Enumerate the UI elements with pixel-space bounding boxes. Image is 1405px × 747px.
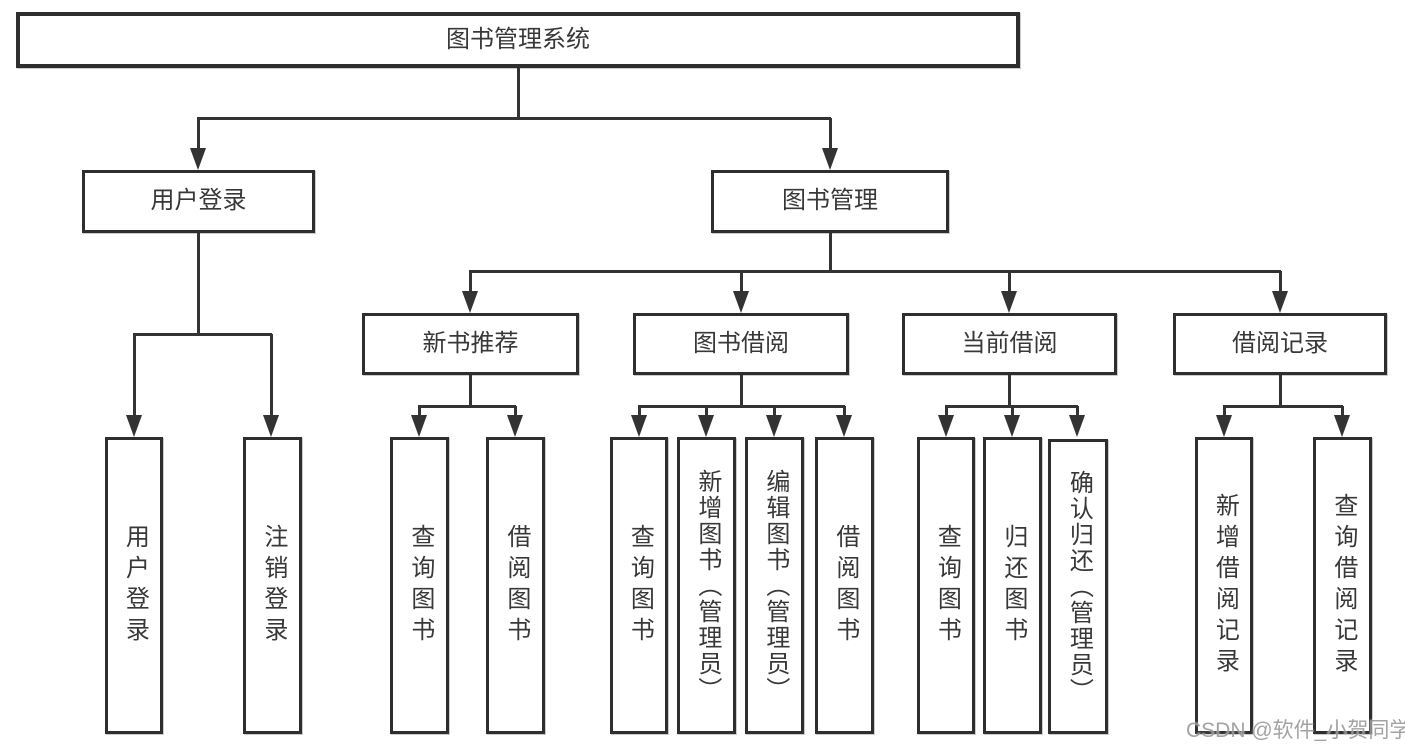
arrow-down-icon bbox=[190, 148, 206, 170]
arrow-down-icon bbox=[836, 415, 852, 437]
connector-drop bbox=[945, 406, 948, 419]
leaf-query-books-current: 查询图书 bbox=[917, 437, 975, 734]
node-label: 新书推荐 bbox=[422, 329, 519, 357]
leaf-logout-login: 注销登录 bbox=[243, 437, 302, 734]
connector-branch bbox=[197, 117, 831, 120]
connector-drop bbox=[1008, 271, 1011, 295]
leaf-query-books-recommend: 查询图书 bbox=[390, 437, 449, 734]
connector-drop bbox=[829, 118, 832, 154]
leaf-add-borrow-record: 新增借阅记录 bbox=[1195, 437, 1253, 734]
arrow-down-icon bbox=[733, 291, 749, 313]
arrow-down-icon bbox=[766, 415, 782, 437]
node-label: 归还图书 bbox=[999, 523, 1027, 648]
connector-drop bbox=[270, 334, 273, 419]
node-label: 新增图书（管理员） bbox=[693, 468, 721, 703]
arrow-down-icon bbox=[462, 291, 478, 313]
arrow-down-icon bbox=[1004, 415, 1020, 437]
connector-drop bbox=[1223, 406, 1226, 419]
connector-branch bbox=[418, 405, 516, 408]
arrow-down-icon bbox=[507, 415, 523, 437]
connector-drop bbox=[197, 118, 200, 154]
leaf-confirm-return-admin: 确认归还（管理员） bbox=[1048, 439, 1108, 734]
connector-drop bbox=[1341, 406, 1344, 419]
leaf-user-login: 用户登录 bbox=[105, 437, 163, 734]
leaf-borrow-books-recommend: 借阅图书 bbox=[486, 437, 545, 734]
connector-stub bbox=[1279, 375, 1282, 406]
node-label: 查询图书 bbox=[626, 523, 654, 648]
node-label: 借阅记录 bbox=[1232, 329, 1328, 357]
connector-drop bbox=[740, 271, 743, 295]
connector-branch bbox=[945, 405, 1078, 408]
connector-root-stub bbox=[517, 68, 520, 118]
connector-drop bbox=[469, 271, 472, 295]
connector-stub bbox=[740, 375, 743, 406]
node-label: 用户登录 bbox=[150, 187, 247, 215]
watermark-text: CSDN @软件_小贺同学 bbox=[1186, 719, 1405, 742]
arrow-down-icon bbox=[1216, 415, 1232, 437]
connector-drop bbox=[514, 406, 517, 419]
node-new-book-recommendation: 新书推荐 bbox=[362, 313, 579, 375]
connector-drop bbox=[1076, 406, 1079, 419]
arrow-down-icon bbox=[698, 415, 714, 437]
arrow-down-icon bbox=[822, 148, 838, 170]
arrow-down-icon bbox=[1334, 415, 1350, 437]
node-label: 图书管理 bbox=[782, 187, 878, 215]
arrow-down-icon bbox=[1001, 291, 1017, 313]
node-label: 借阅图书 bbox=[502, 523, 530, 648]
connector-drop bbox=[1011, 406, 1014, 419]
arrow-down-icon bbox=[411, 415, 427, 437]
arrow-down-icon bbox=[126, 415, 142, 437]
leaf-query-books-borrowing: 查询图书 bbox=[610, 437, 668, 734]
arrow-down-icon bbox=[1272, 291, 1288, 313]
arrow-down-icon bbox=[1069, 415, 1085, 437]
node-label: 新增借阅记录 bbox=[1211, 492, 1239, 679]
node-label: 用户登录 bbox=[121, 523, 149, 648]
connector-stub bbox=[829, 233, 832, 271]
node-label: 当前借阅 bbox=[961, 329, 1058, 357]
node-library-management-system: 图书管理系统 bbox=[16, 12, 1020, 68]
node-label: 注销登录 bbox=[259, 523, 287, 648]
arrow-down-icon bbox=[938, 415, 954, 437]
connector-drop bbox=[773, 406, 776, 419]
connector-drop bbox=[843, 406, 846, 419]
connector-drop bbox=[133, 334, 136, 419]
connector-branch bbox=[133, 333, 272, 336]
connector-branch bbox=[1223, 405, 1343, 408]
connector-stub bbox=[1008, 375, 1011, 406]
connector-drop bbox=[705, 406, 708, 419]
node-borrowing-records: 借阅记录 bbox=[1173, 313, 1387, 375]
leaf-query-borrow-record: 查询借阅记录 bbox=[1313, 437, 1372, 734]
connector-drop bbox=[1279, 271, 1282, 295]
node-book-borrowing: 图书借阅 bbox=[633, 313, 849, 375]
node-book-management: 图书管理 bbox=[711, 170, 949, 233]
connector-branch bbox=[638, 405, 845, 408]
connector-branch bbox=[469, 270, 1281, 273]
connector-stub bbox=[469, 375, 472, 406]
node-label: 查询图书 bbox=[933, 523, 961, 648]
node-label: 查询图书 bbox=[406, 523, 434, 648]
connector-drop bbox=[638, 406, 641, 419]
node-current-borrowing: 当前借阅 bbox=[902, 313, 1117, 375]
node-label: 图书管理系统 bbox=[446, 25, 590, 53]
node-label: 借阅图书 bbox=[831, 523, 859, 648]
node-user-login: 用户登录 bbox=[82, 170, 315, 233]
arrow-down-icon bbox=[631, 415, 647, 437]
node-label: 确认归还（管理员） bbox=[1065, 469, 1093, 704]
node-label: 编辑图书（管理员） bbox=[761, 468, 789, 703]
leaf-edit-book-admin: 编辑图书（管理员） bbox=[745, 437, 804, 734]
leaf-add-book-admin: 新增图书（管理员） bbox=[677, 437, 736, 734]
leaf-return-books: 归还图书 bbox=[983, 437, 1042, 734]
node-label: 查询借阅记录 bbox=[1329, 492, 1357, 679]
leaf-borrow-books-borrowing: 借阅图书 bbox=[815, 437, 874, 734]
connector-stub bbox=[197, 233, 200, 334]
node-label: 图书借阅 bbox=[693, 329, 789, 357]
arrow-down-icon bbox=[263, 415, 279, 437]
connector-drop bbox=[418, 406, 421, 419]
